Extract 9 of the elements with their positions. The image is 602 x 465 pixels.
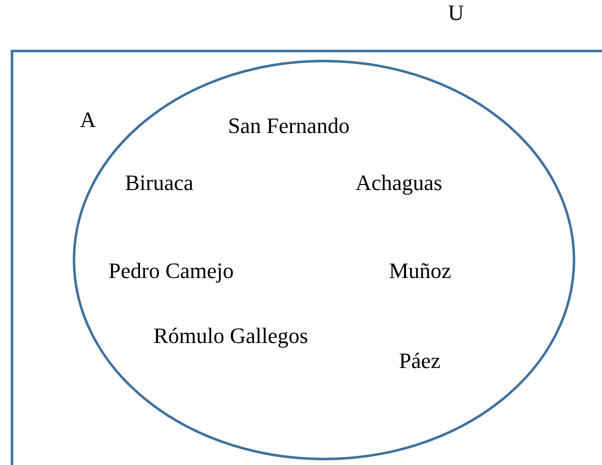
element-label: Biruaca <box>125 170 194 196</box>
element-label: Páez <box>399 348 441 374</box>
set-label: A <box>80 107 96 133</box>
set-label: U <box>448 0 464 26</box>
element-label: Muñoz <box>389 258 452 284</box>
element-label: Pedro Camejo <box>108 258 234 284</box>
element-label: Rómulo Gallegos <box>154 323 308 349</box>
element-label: San Fernando <box>228 113 350 139</box>
element-label: Achaguas <box>356 170 442 196</box>
